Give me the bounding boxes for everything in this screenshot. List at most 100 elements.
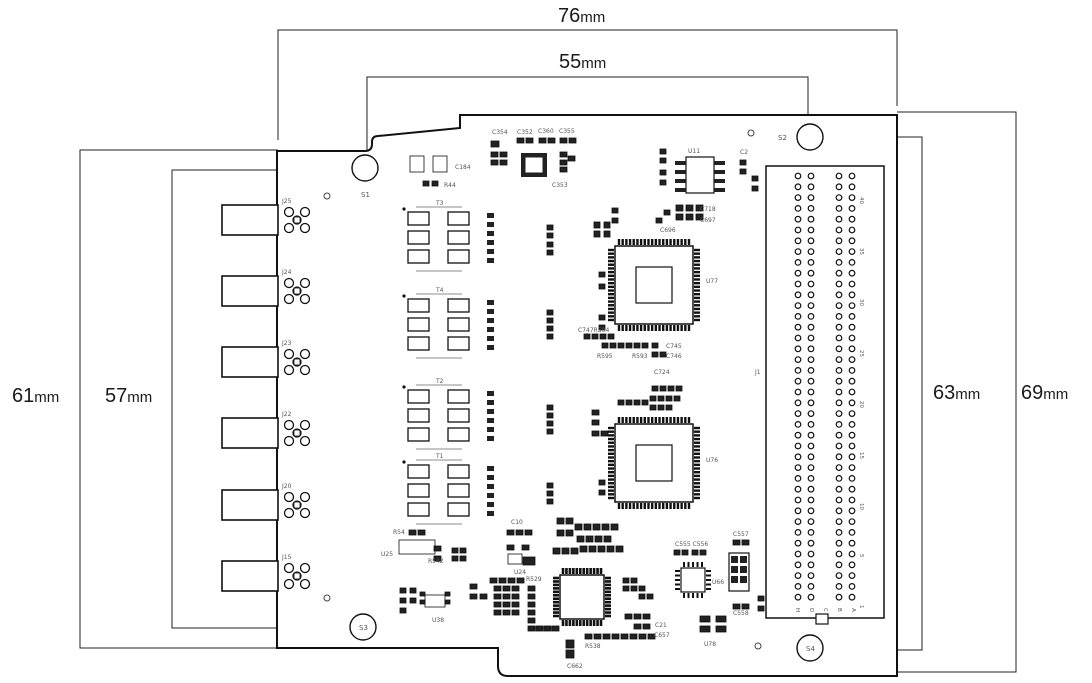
connector-ref: J1: [754, 369, 761, 376]
label-u38: U38: [432, 617, 444, 624]
hole-label-s3: S3: [359, 624, 368, 632]
label-c557: C557: [733, 531, 749, 538]
chip-label-u77: U77: [706, 278, 718, 285]
label-c555: C555 C556: [675, 541, 708, 548]
dim-top-inner-line: [366, 76, 809, 158]
chip-label-u76: U76: [706, 457, 718, 464]
transformer-t3: T3: [402, 200, 494, 272]
pin-label: 5: [858, 554, 864, 558]
label-c184: C184: [455, 164, 471, 171]
pin-label: 30: [858, 299, 864, 306]
main-chips: [608, 239, 700, 509]
mounting-holes: [349, 123, 824, 662]
label-c360: C360: [538, 128, 554, 135]
jack-j24: J24: [221, 269, 311, 307]
label-c10: C10: [511, 519, 523, 526]
label-c747: C747R594: [578, 327, 609, 334]
pin-label: 35: [858, 248, 864, 255]
label-c2: C2: [740, 149, 748, 156]
label-c352: C352: [517, 129, 533, 136]
jack-j22: J22: [221, 411, 311, 449]
label-u25: U25: [381, 551, 393, 558]
chip-c353-area: [521, 153, 547, 177]
jack-j25: J25: [221, 198, 311, 236]
label-c558: C558: [733, 610, 749, 617]
label-r538: R538: [585, 643, 601, 650]
label-c745: C745: [666, 343, 682, 350]
label-c354: C354: [492, 129, 508, 136]
pin-row-label: B: [836, 608, 842, 612]
dim-top-inner-label: 55mm: [559, 51, 606, 73]
connector-j1-outline: [765, 165, 885, 619]
hole-label-s1: S1: [361, 191, 370, 199]
label-c662: C662: [567, 663, 583, 670]
label-u78: U78: [704, 641, 716, 648]
hole-label-s4: S4: [806, 645, 815, 653]
pin-label: 25: [858, 350, 864, 357]
jack-label: J25: [281, 198, 292, 205]
label-c724: C724: [654, 369, 670, 376]
label-r542: R542: [428, 558, 444, 565]
chip-label-u11: U11: [688, 148, 700, 155]
label-r593: R593: [632, 353, 648, 360]
mounting-hole-s3: [349, 613, 377, 641]
label-c718: C718: [700, 206, 716, 213]
jack-label: J22: [281, 411, 292, 418]
pin-row-label: C: [822, 608, 828, 612]
transformer-label: T3: [435, 200, 444, 207]
transformer-label: T1: [435, 453, 444, 460]
pin-row-label: H: [794, 608, 800, 612]
label-c746: C746: [666, 353, 682, 360]
mounting-hole-s2: [796, 123, 824, 151]
pin-row-label: A: [850, 608, 856, 612]
transformer-label: T2: [435, 378, 444, 385]
label-c696: C696: [660, 227, 676, 234]
dim-left-outer-label: 61mm: [12, 385, 59, 407]
jack-label: J23: [281, 340, 292, 347]
label-c21: C21: [655, 622, 667, 629]
dim-right-outer-label: 69mm: [1021, 382, 1068, 404]
dim-top-outer-line: [277, 29, 898, 140]
hole-label-s2: S2: [778, 134, 787, 142]
dim-left-inner-line: [171, 169, 367, 629]
qfp-chip: [553, 568, 611, 626]
jack-j20: J20: [221, 483, 311, 521]
label-r529: R529: [526, 576, 542, 583]
jack-label: J15: [281, 554, 292, 561]
dim-right-inner-label: 63mm: [933, 382, 980, 404]
label-c355: C355: [559, 128, 575, 135]
jack-label: J24: [281, 269, 292, 276]
mounting-hole-s4: [796, 634, 824, 662]
small-components: [398, 137, 765, 659]
transformer-t4: T4: [402, 287, 494, 359]
label-u66: U66: [712, 579, 724, 586]
pcb-board-outline: [276, 114, 898, 677]
dim-left-inner-label: 57mm: [105, 385, 152, 407]
transformer-t2: T2: [402, 378, 494, 450]
label-r54: R54: [393, 529, 405, 536]
label-c353: C353: [552, 182, 568, 189]
dim-left-outer-line: [79, 149, 278, 649]
label-c657: C657: [654, 632, 670, 639]
label-r44: R44: [444, 182, 456, 189]
jack-label: J20: [281, 483, 292, 490]
pin-label: 15: [858, 452, 864, 459]
pin-label: 1: [858, 605, 864, 609]
jack-j23: J23: [221, 340, 311, 378]
label-r595: R595: [597, 353, 613, 360]
dim-top-outer-label: 76mm: [558, 5, 605, 27]
connector-j1-pins: [794, 172, 856, 601]
pin-label: 20: [858, 401, 864, 408]
pin-label: 10: [858, 503, 864, 510]
dim-right-outer-line: [897, 111, 1017, 673]
jack-j15: J15: [221, 554, 311, 592]
label-c697: C697: [700, 217, 716, 224]
mounting-hole-s1: [351, 154, 379, 182]
label-u24: U24: [514, 569, 526, 576]
transformer-label: T4: [435, 287, 444, 294]
pin-row-label: D: [808, 608, 814, 612]
